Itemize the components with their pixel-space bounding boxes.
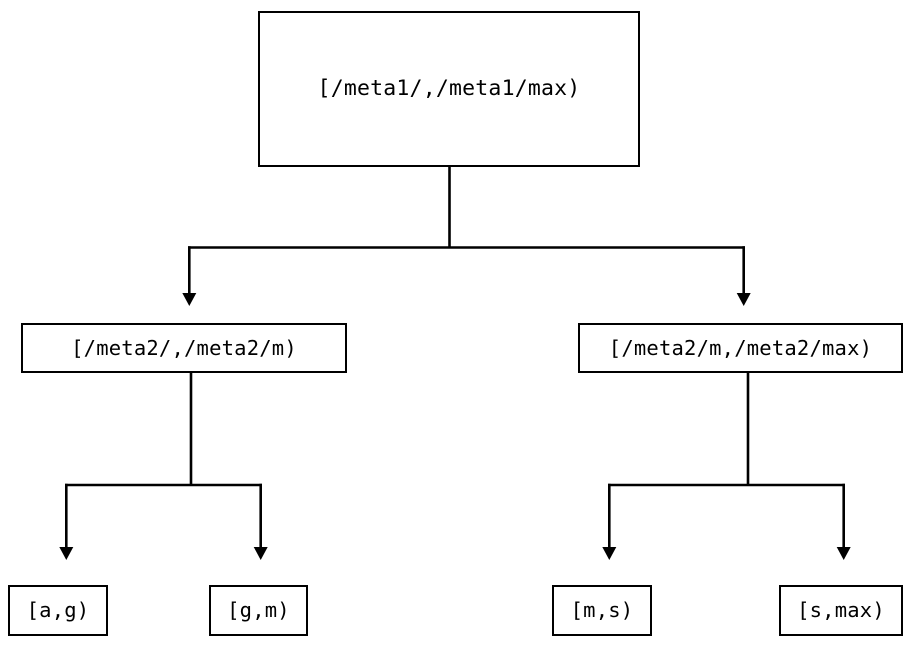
node-leaf-smax[interactable]: [s,max): [779, 585, 903, 636]
arrowhead-to-leaf-ag: [59, 547, 74, 560]
node-root-label: [/meta1/,/meta1/max): [317, 76, 581, 102]
arrowhead-to-leaf-ms: [602, 547, 617, 560]
node-leaf-ag-label: [a,g): [26, 598, 90, 623]
node-leaf-ag[interactable]: [a,g): [8, 585, 108, 636]
arrowhead-to-leaf-smax: [836, 547, 851, 560]
edge-midright-to-leaves: [608, 373, 845, 548]
edge-midleft-to-leaves: [65, 373, 262, 548]
arrowhead-to-mid-right: [736, 293, 751, 306]
node-leaf-smax-label: [s,max): [797, 598, 885, 623]
node-mid-left-label: [/meta2/,/meta2/m): [71, 335, 297, 360]
node-mid-left[interactable]: [/meta2/,/meta2/m): [21, 323, 347, 373]
arrowhead-to-leaf-gm: [253, 547, 268, 560]
node-root[interactable]: [/meta1/,/meta1/max): [258, 11, 640, 167]
node-leaf-ms-label: [m,s): [570, 598, 634, 623]
node-leaf-ms[interactable]: [m,s): [552, 585, 652, 636]
node-mid-right-label: [/meta2/m,/meta2/max): [608, 335, 873, 360]
node-leaf-gm-label: [g,m): [227, 598, 290, 623]
node-mid-right[interactable]: [/meta2/m,/meta2/max): [578, 323, 903, 373]
node-leaf-gm[interactable]: [g,m): [209, 585, 308, 636]
arrowhead-to-mid-left: [182, 293, 197, 306]
edge-root-to-mid: [188, 167, 745, 294]
